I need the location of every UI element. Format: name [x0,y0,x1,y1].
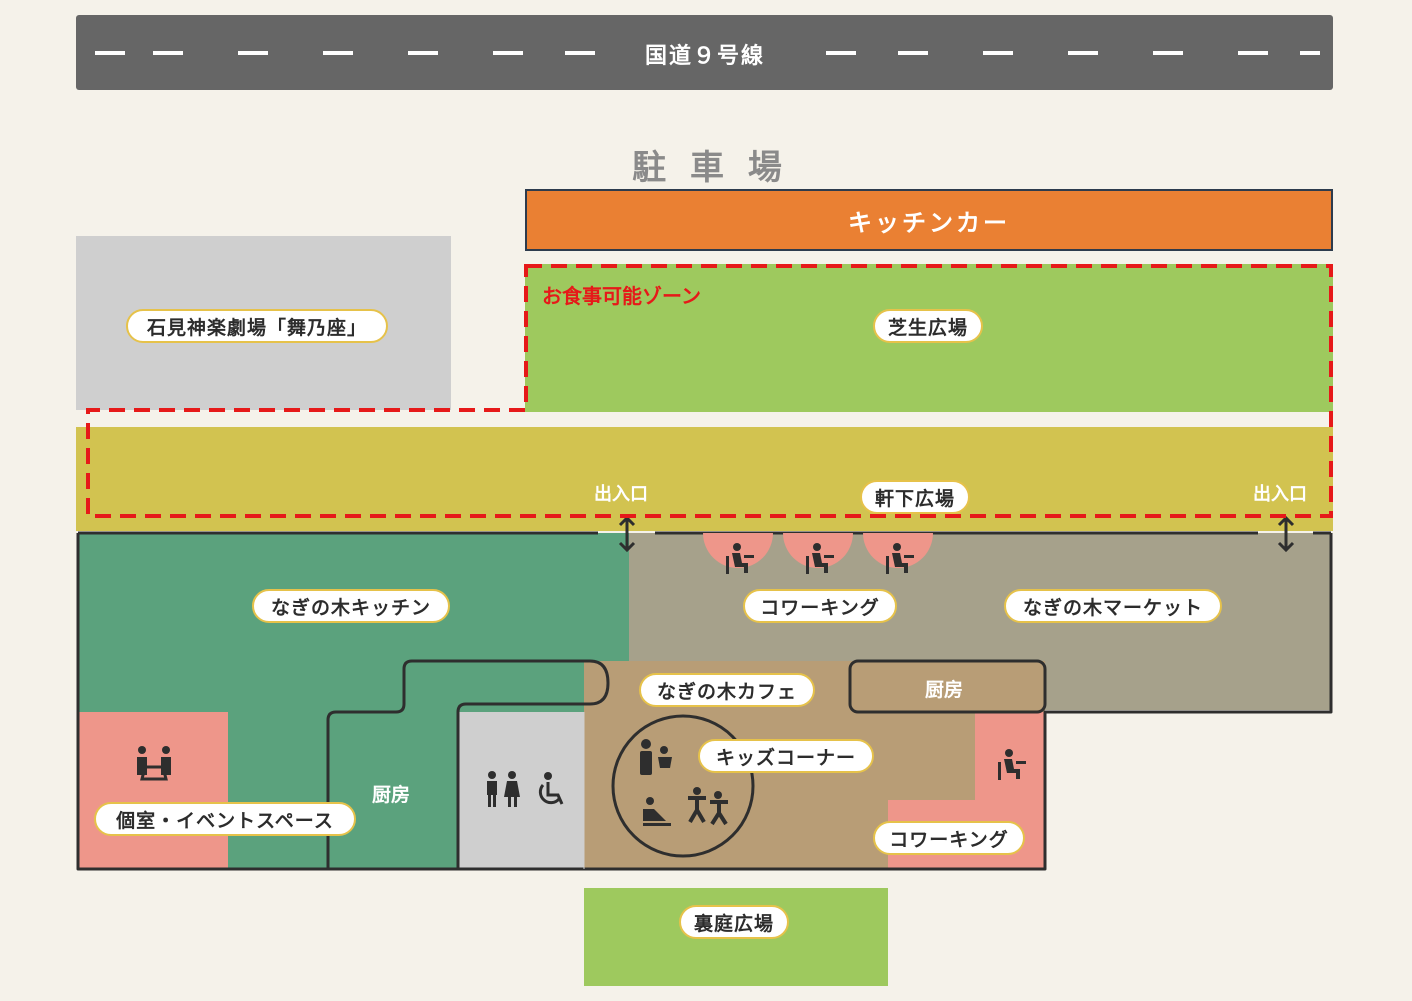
road-marking [95,51,125,55]
road-marking [1238,51,1268,55]
road [76,15,1333,90]
road-marking [1153,51,1183,55]
coworking-desk-icon [806,543,834,574]
road-marking [493,51,523,55]
eaves-plaza-label: 軒下広場 [860,480,970,514]
road-marking [1300,51,1320,55]
entrance-right-arrow-icon [1277,515,1295,553]
road-marking [408,51,438,55]
kitchen-car-label: キッチンカー [848,208,1010,237]
kitchen-room-left-label: 厨房 [372,784,411,806]
kagura-theater-label: 石見神楽劇場「舞乃座」 [126,309,388,343]
road-marking [826,51,856,55]
road-label: 国道９号線 [644,44,765,69]
road-marking [153,51,183,55]
road-marking [565,51,595,55]
backyard-plaza-label: 裏庭広場 [679,905,789,939]
kids-slide-icon [643,797,671,826]
meeting-table-icon [137,746,171,781]
restroom-area [458,712,584,869]
entrance-left-label: 出入口 [594,484,648,505]
entrance-left-arrow-icon [618,515,636,553]
nagi-market-label: なぎの木マーケット [1004,589,1222,623]
coworking-bottom-label: コワーキング [873,821,1025,855]
kids-parent-icon [640,739,672,775]
road-marking [983,51,1013,55]
coworking-desk-icon [886,543,914,574]
private-room-area [78,712,228,869]
parking-label: 駐 車 場 [632,148,788,188]
private-room-label: 個室・イベントスペース [94,802,356,836]
dining-zone-label: お食事可能ゾーン [542,284,701,308]
kids-playing-icon [688,787,728,826]
coworking-desk-icon [726,543,754,574]
nagi-kitchen-label: なぎの木キッチン [252,589,450,623]
kitchen-car-area: キッチンカー [525,189,1333,251]
entrance-right-label: 出入口 [1253,484,1307,505]
road-marking [898,51,928,55]
road-marking [323,51,353,55]
nagi-cafe-label: なぎの木カフェ [639,673,815,707]
lawn-plaza-label: 芝生広場 [873,309,983,343]
restroom-accessible-icon [487,771,564,807]
coworking-top-label: コワーキング [743,589,897,623]
eaves-plaza-area [76,427,1333,531]
road-marking [1068,51,1098,55]
road-marking [238,51,268,55]
coworking-desk-icon [998,749,1026,780]
kids-corner-label: キッズコーナー [698,739,874,773]
kitchen-room-cafe-label: 厨房 [925,679,964,701]
